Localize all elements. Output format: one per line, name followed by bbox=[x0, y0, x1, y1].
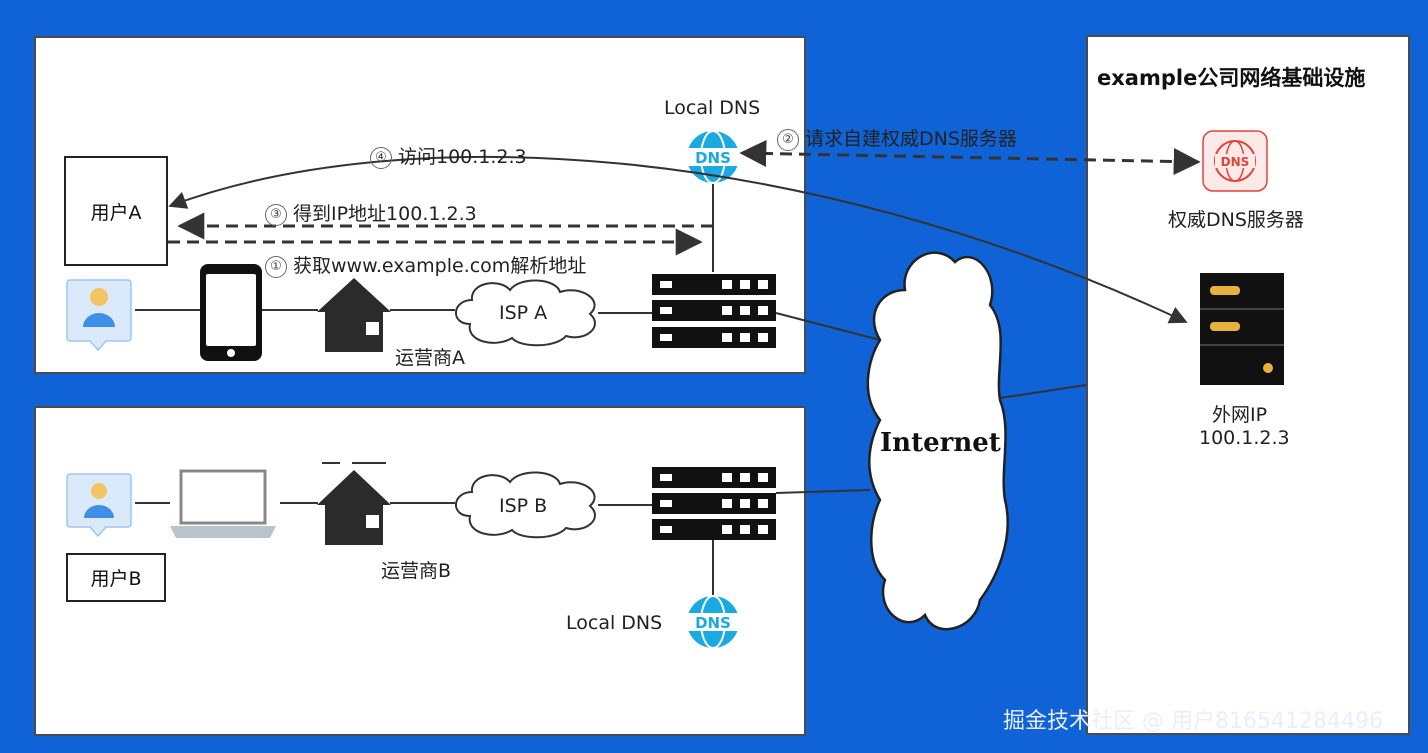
step-2-text: 请求自建权威DNS服务器 bbox=[805, 128, 1017, 150]
local-dns-b-icon: DNS bbox=[687, 595, 739, 649]
laptop-icon bbox=[170, 469, 276, 538]
panel-b-links bbox=[135, 462, 714, 598]
auth-dns-icon: DNS bbox=[1202, 130, 1268, 192]
svg-text:DNS: DNS bbox=[1221, 155, 1250, 169]
isp-b-label: ISP B bbox=[499, 495, 548, 517]
auth-dns-label: 权威DNS服务器 bbox=[1168, 209, 1304, 231]
local-dns-b-label: Local DNS bbox=[566, 612, 663, 634]
step-1-number: ① bbox=[265, 255, 287, 278]
isp-b-cloud-icon bbox=[455, 471, 596, 539]
svg-text:DNS: DNS bbox=[695, 149, 731, 167]
step-arrows bbox=[168, 139, 1201, 324]
internet-links bbox=[775, 312, 1087, 494]
house-b-icon bbox=[317, 470, 391, 545]
phone-icon bbox=[200, 264, 262, 361]
server-tower-icon bbox=[1200, 273, 1284, 385]
server-rack-a-icon bbox=[652, 274, 776, 348]
step-3-number: ③ bbox=[265, 203, 287, 226]
user-b-label-box: 用户B bbox=[66, 553, 166, 602]
step-2-label: ② 请求自建权威DNS服务器 bbox=[777, 124, 1017, 151]
ext-ip-value: 100.1.2.3 bbox=[1199, 427, 1290, 449]
svg-text:DNS: DNS bbox=[695, 614, 731, 632]
local-dns-a-icon: DNS bbox=[687, 130, 739, 184]
step-2-number: ② bbox=[777, 128, 799, 151]
step-1-label: ① 获取www.example.com解析地址 bbox=[265, 251, 586, 278]
carrier-b-label: 运营商B bbox=[381, 560, 452, 582]
internet-cloud-icon bbox=[866, 251, 1009, 631]
carrier-a-label: 运营商A bbox=[395, 347, 465, 369]
local-dns-a-label: Local DNS bbox=[664, 97, 761, 119]
user-a-label: 用户A bbox=[90, 201, 142, 224]
company-infra-title: example公司网络基础设施 bbox=[1097, 66, 1366, 90]
isp-a-label: ISP A bbox=[499, 302, 548, 324]
step-4-text: 访问100.1.2.3 bbox=[398, 146, 527, 168]
server-rack-b-icon bbox=[652, 467, 776, 540]
step-4-label: ④ 访问100.1.2.3 bbox=[370, 142, 527, 169]
step-4-number: ④ bbox=[370, 146, 392, 169]
step-3-label: ③ 得到IP地址100.1.2.3 bbox=[265, 199, 477, 226]
step-3-text: 得到IP地址100.1.2.3 bbox=[293, 203, 477, 225]
house-a-icon bbox=[317, 278, 391, 352]
ext-ip-label: 外网IP bbox=[1212, 404, 1268, 426]
user-b-avatar-icon bbox=[66, 473, 132, 538]
user-a-avatar-icon bbox=[66, 279, 132, 352]
user-b-label: 用户B bbox=[90, 568, 142, 590]
internet-label: Internet bbox=[880, 428, 1001, 458]
user-a-label-box: 用户A bbox=[64, 156, 168, 266]
step-1-text: 获取www.example.com解析地址 bbox=[293, 255, 587, 277]
watermark: 掘金技术社区 @ 用户816541284496 bbox=[1003, 709, 1383, 734]
